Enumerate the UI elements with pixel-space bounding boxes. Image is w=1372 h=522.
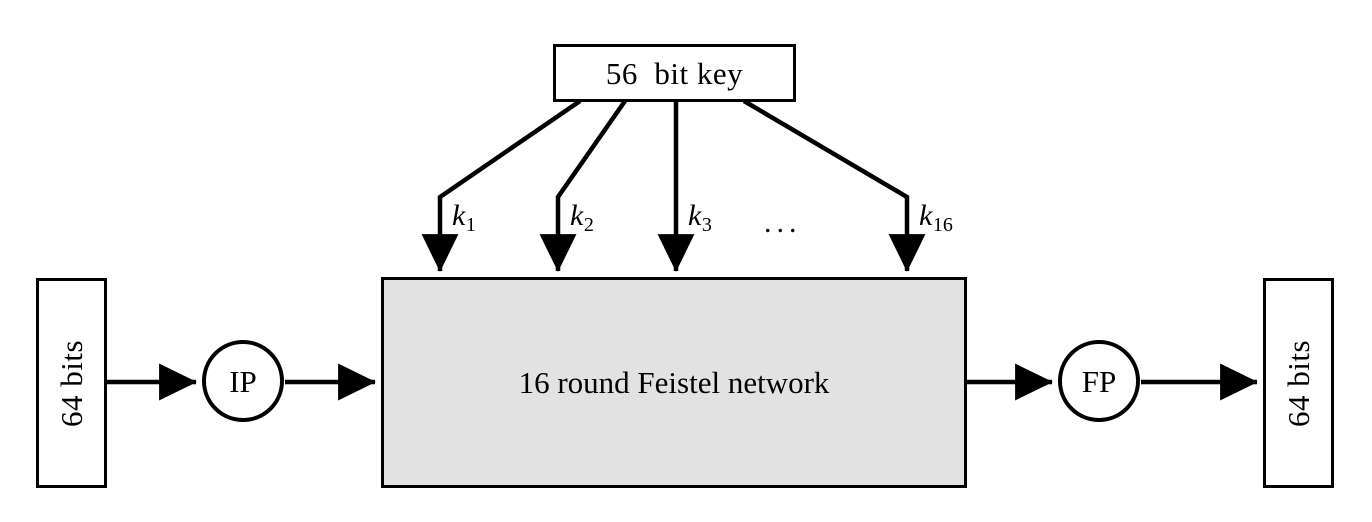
- input-block-64-bits: 64 bits: [36, 278, 107, 488]
- output-block-label: 64 bits: [1281, 339, 1317, 427]
- input-block-label: 64 bits: [54, 339, 90, 427]
- key-wire-k2: [539, 99, 627, 272]
- initial-permutation-node: IP: [202, 340, 284, 422]
- key-wire-k16: [742, 99, 926, 272]
- round-keys-ellipsis: ...: [764, 206, 802, 239]
- round-key-sub-k16: 16: [932, 213, 953, 236]
- round-key-label-k2: k2: [570, 201, 594, 235]
- round-key-base-k16: k: [919, 199, 933, 232]
- key-wire-k1: [421, 99, 582, 272]
- round-key-label-k16: k16: [919, 201, 953, 235]
- round-key-base-k2: k: [570, 199, 584, 232]
- round-key-sub-k2: 2: [583, 213, 594, 236]
- final-permutation-node: FP: [1058, 340, 1140, 422]
- output-block-64-bits: 64 bits: [1263, 278, 1334, 488]
- key-box-label: 56 bit key: [605, 55, 744, 91]
- feistel-network-box: 16 round Feistel network: [381, 277, 967, 488]
- round-key-base-k1: k: [452, 199, 466, 232]
- round-key-label-k3: k3: [688, 201, 712, 235]
- round-key-sub-k1: 1: [465, 213, 476, 236]
- feistel-network-label: 16 round Feistel network: [518, 365, 830, 400]
- round-key-label-k1: k1: [452, 201, 476, 235]
- round-key-sub-k3: 3: [701, 213, 712, 236]
- key-box: 56 bit key: [553, 44, 796, 102]
- final-permutation-label: FP: [1081, 363, 1117, 399]
- round-key-base-k3: k: [688, 199, 702, 232]
- initial-permutation-label: IP: [229, 363, 257, 399]
